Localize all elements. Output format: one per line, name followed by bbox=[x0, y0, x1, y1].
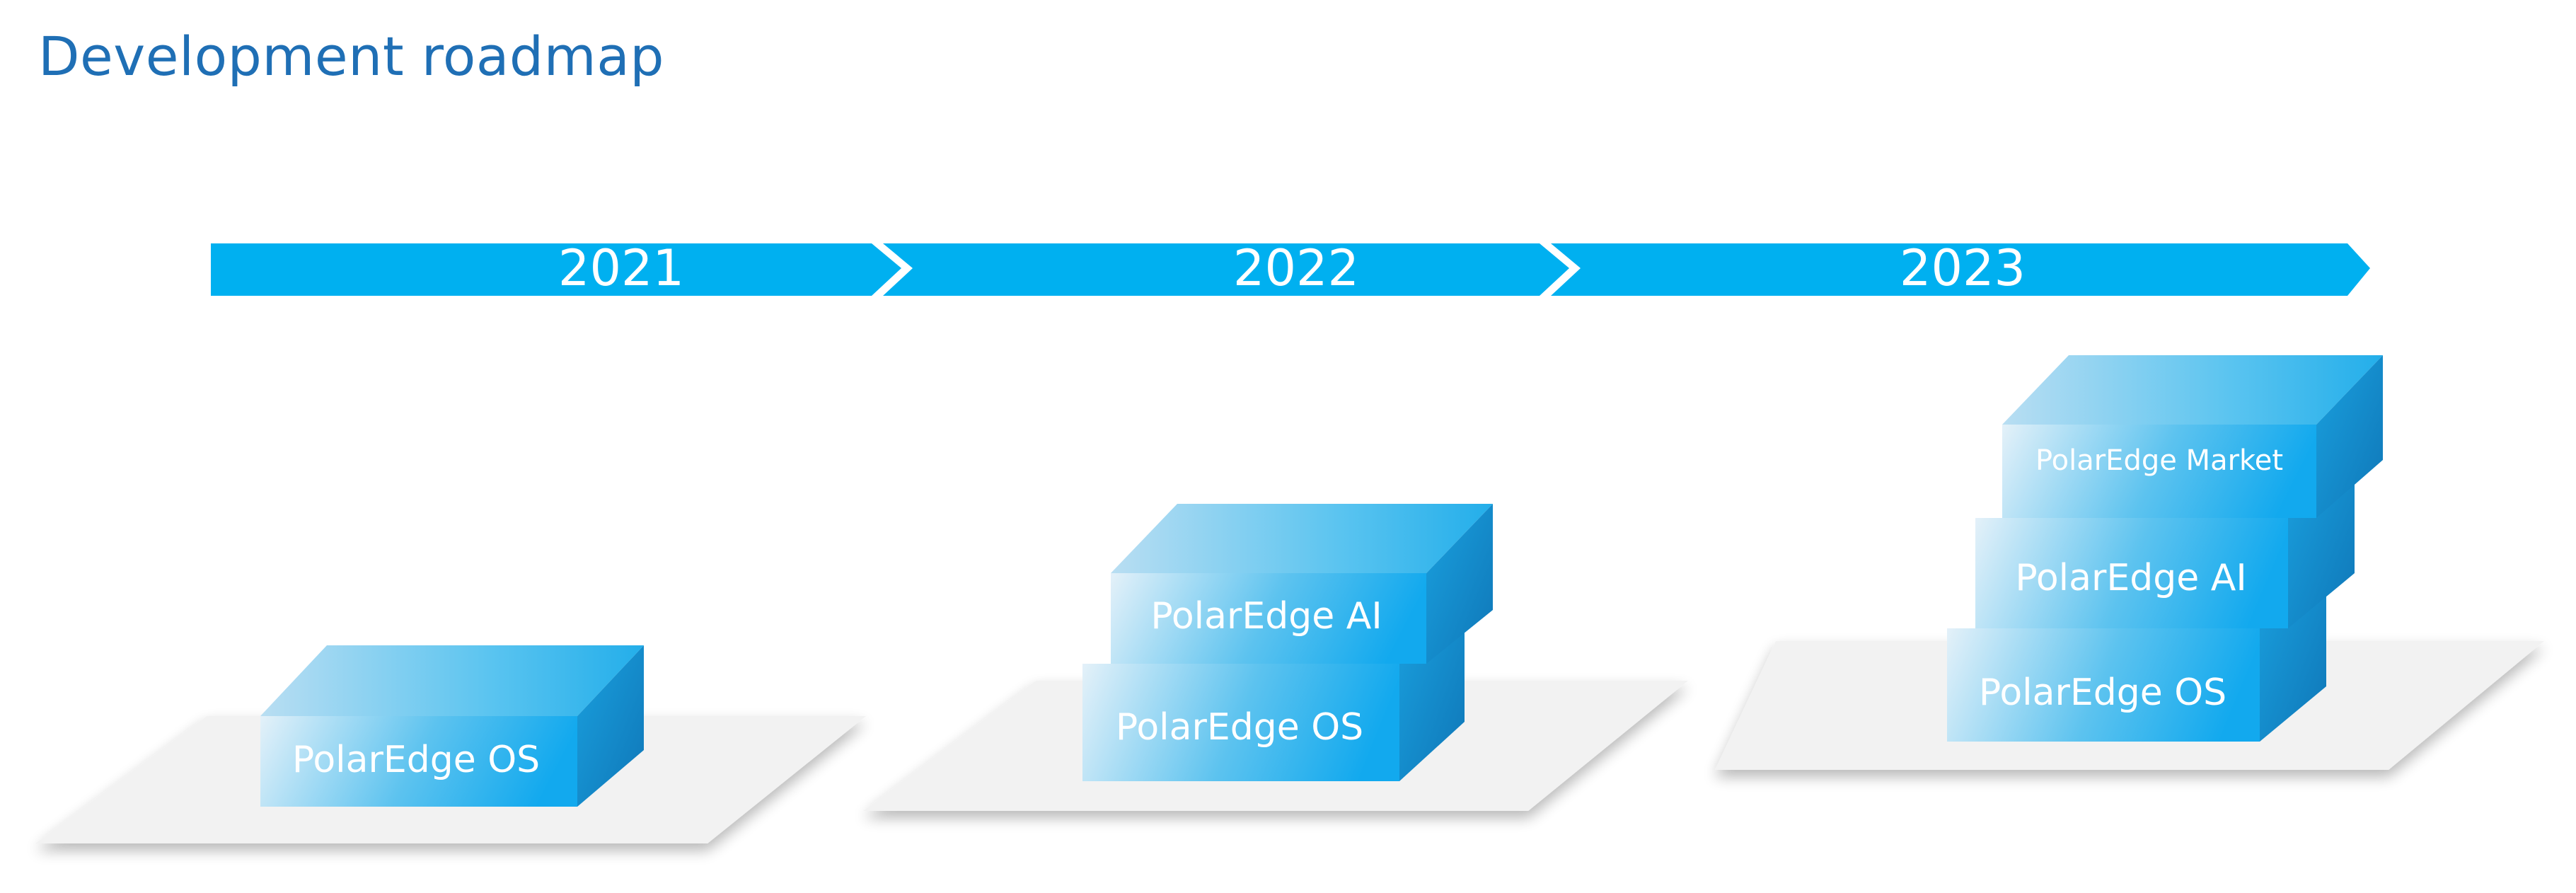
block-front bbox=[260, 716, 577, 807]
block-side bbox=[1426, 504, 1493, 664]
block-side bbox=[2316, 355, 2383, 518]
timeline: 2021 2022 2023 bbox=[211, 239, 2370, 297]
block-polaredge-os: PolarEdge OS bbox=[1082, 601, 1465, 781]
block-side bbox=[2288, 457, 2355, 628]
block-polaredge-ai: PolarEdge AI bbox=[1111, 504, 1493, 664]
block-polaredge-ai: PolarEdge AI bbox=[1975, 457, 2355, 628]
timeline-year-2021: 2021 bbox=[558, 239, 684, 297]
timeline-segment-2022 bbox=[883, 243, 1569, 296]
block-front bbox=[2002, 425, 2316, 518]
block-front bbox=[1947, 628, 2260, 742]
block-polaredge-os: PolarEdge OS bbox=[1947, 568, 2326, 742]
block-top bbox=[2002, 355, 2383, 425]
block-label: PolarEdge AI bbox=[1150, 595, 1382, 638]
page-title: Development roadmap bbox=[38, 25, 665, 88]
stage-2023: PolarEdge OS PolarEdge AI PolarEdge Mark… bbox=[1715, 355, 2544, 770]
block-label: PolarEdge OS bbox=[1979, 672, 2226, 714]
block-top bbox=[1111, 504, 1493, 573]
block-polaredge-os: PolarEdge OS bbox=[260, 645, 644, 807]
block-front bbox=[1082, 664, 1399, 781]
block-side bbox=[577, 645, 644, 807]
stage-2022: PolarEdge OS PolarEdge AI bbox=[863, 504, 1688, 811]
timeline-segment-2023 bbox=[1551, 243, 2370, 296]
block-front bbox=[1975, 518, 2288, 628]
stage-2021: PolarEdge OS bbox=[35, 645, 866, 843]
block-side bbox=[1399, 601, 1465, 781]
block-side bbox=[2260, 568, 2326, 742]
block-front bbox=[1111, 573, 1426, 664]
block-label: PolarEdge OS bbox=[1116, 706, 1363, 749]
block-label: PolarEdge Market bbox=[2035, 444, 2283, 477]
block-label: PolarEdge OS bbox=[292, 739, 540, 781]
timeline-year-2023: 2023 bbox=[1900, 239, 2026, 297]
timeline-year-2022: 2022 bbox=[1233, 239, 1359, 297]
timeline-segment-2021 bbox=[211, 243, 901, 296]
block-polaredge-market: PolarEdge Market bbox=[2002, 355, 2383, 518]
block-label: PolarEdge AI bbox=[2015, 557, 2246, 599]
block-top bbox=[260, 645, 644, 716]
